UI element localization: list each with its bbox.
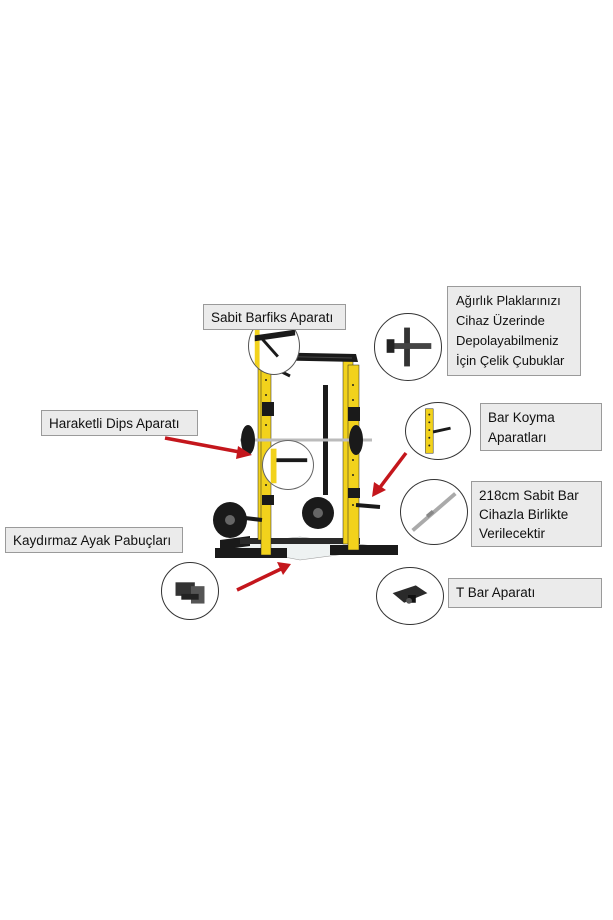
red-arrows [164,436,408,592]
j-hook-right [348,407,360,421]
plate-left [241,425,255,455]
plate-right [349,425,363,455]
inset-dips [262,440,314,490]
label-bar-koyma: Bar Koyma Aparatları [480,403,602,451]
inset-barbell [400,479,468,545]
inset-foot-pads [161,562,219,620]
yellow-bracket-icon [425,408,451,454]
dips-handle-icon [270,448,308,484]
steel-peg-icon [386,327,432,367]
base-rear-beam [240,538,360,544]
inset-t-bar [376,567,444,625]
barbell-icon [411,492,457,532]
pullup-bar-icon [254,323,296,371]
base-right-beam [330,545,398,555]
label-dips: Haraketli Dips Aparatı [41,410,198,436]
base-front-beam [215,548,287,558]
label-sabit-barfiks: Sabit Barfiks Aparatı [203,304,346,330]
inset-plate-storage [374,313,442,381]
t-bar-icon [392,585,428,604]
inset-bar-holder [405,402,471,460]
label-sabit-bar: 218cm Sabit Bar Cihazla Birlikte Verilec… [471,481,602,547]
foot-pad-icon [175,582,205,604]
label-plate-storage: Ağırlık Plaklarınızı Cihaz Üzerinde Depo… [447,286,581,376]
label-t-bar: T Bar Aparatı [448,578,602,608]
j-hook-left [262,402,274,416]
label-ayak-pabuclari: Kaydırmaz Ayak Pabuçları [5,527,183,553]
upright-front-right [347,364,360,551]
